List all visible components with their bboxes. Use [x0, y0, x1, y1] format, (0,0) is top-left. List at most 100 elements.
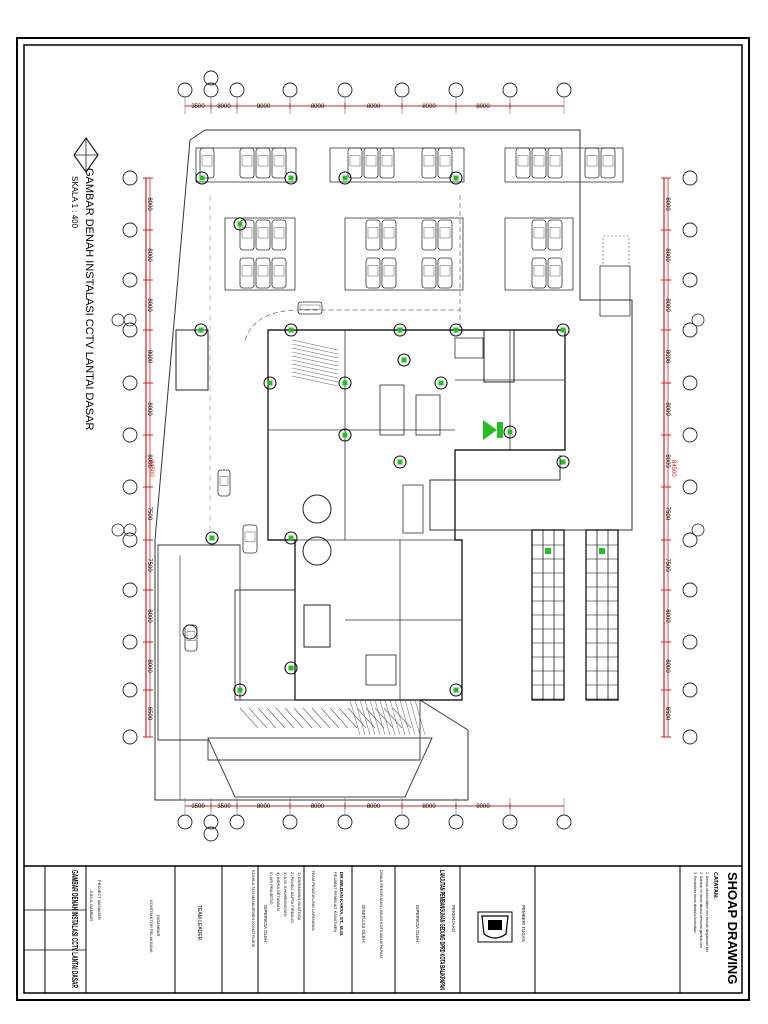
- fan-unit: [302, 494, 332, 524]
- car-window: [602, 155, 614, 167]
- car-window: [273, 155, 285, 167]
- car-window: [219, 476, 229, 486]
- cctv-camera-icon: [194, 323, 208, 337]
- car-window: [533, 155, 545, 167]
- hatch-line: [359, 699, 371, 736]
- note-3: 3. Perubahan harus disetujui konsultan: [693, 872, 697, 933]
- hatch-line: [302, 707, 322, 729]
- hatch-line: [291, 347, 339, 359]
- cctv-camera-icon: [205, 531, 219, 545]
- car-window: [367, 227, 379, 239]
- car-icon: [515, 147, 531, 179]
- bottom-dim-label: 3500: [191, 804, 205, 810]
- cctv-camera-icon: [397, 353, 411, 367]
- car-window: [533, 265, 545, 277]
- car-window: [299, 304, 321, 310]
- team-member: 4) INDRA SETIAWAN: [276, 872, 281, 911]
- car-window: [549, 155, 561, 167]
- cctv-schedule-tables: [531, 529, 619, 701]
- cctv-camera-icon: [556, 455, 570, 469]
- car-icon: [271, 219, 287, 251]
- hatch-line: [374, 699, 386, 736]
- car-icon: [271, 257, 287, 289]
- car-icon: [421, 219, 437, 251]
- contractor: KONTRAKTOR PELAKSANA: [149, 900, 154, 953]
- car-icon: [217, 469, 231, 497]
- car-window: [241, 227, 253, 239]
- cctv-camera-marker: [342, 175, 348, 181]
- agency: DINAS PEKERJAAN UMUM KOTA BALIKPAPAN: [379, 870, 384, 958]
- hatch-line: [284, 707, 304, 729]
- hatch-line: [369, 699, 381, 736]
- car-icon: [421, 147, 437, 179]
- car-icon: [242, 524, 258, 554]
- right-dim-label: 8000: [664, 659, 670, 673]
- right-dim-label: 7500: [664, 507, 670, 521]
- cctv-camera-icon: [503, 425, 517, 439]
- grid-bubble-left: [182, 624, 198, 640]
- parking-rows: [184, 147, 624, 652]
- car-window: [349, 155, 361, 167]
- car-window: [383, 265, 395, 277]
- right-dim-label: 6500: [664, 707, 670, 721]
- left-dim-label: 8000: [146, 197, 152, 211]
- grid-bubble-right: [682, 272, 698, 288]
- car-window: [257, 227, 269, 239]
- hatch-line: [291, 343, 339, 355]
- fan-unit: [302, 536, 332, 566]
- hatch-line: [291, 375, 339, 387]
- camera-icon: [497, 422, 503, 438]
- car-window: [423, 265, 435, 277]
- hatch-line: [291, 339, 339, 351]
- hatch-line: [311, 707, 331, 729]
- ramp-hatch: [239, 339, 426, 736]
- hatch-line: [291, 363, 339, 375]
- cctv-camera-marker: [198, 327, 204, 333]
- sheet-title: GAMBAR DENAH INSTALASI CCTV LANTAI DASAR: [70, 870, 80, 988]
- cctv-camera-icon: [434, 376, 448, 390]
- grid-bubble-left: [122, 634, 138, 650]
- grid-bubble-top: [203, 82, 219, 98]
- grid-bubble-bottom: [394, 814, 410, 830]
- grid-bubble-right: [682, 322, 698, 338]
- grid-bubble-right: [682, 582, 698, 598]
- hatch-line: [409, 699, 421, 736]
- car-icon: [437, 147, 453, 179]
- cctv-camera-marker: [288, 175, 294, 181]
- camera-direction-icon: [483, 420, 497, 440]
- car-window: [201, 155, 213, 167]
- grid-bubble-left: [122, 272, 138, 288]
- cctv-camera-marker: [288, 665, 294, 671]
- hatch-line: [320, 707, 340, 729]
- bottom-dim-label: 8000: [422, 804, 436, 810]
- grid-bubble-right: [691, 313, 705, 327]
- bottom-dim-label: 8000: [367, 804, 381, 810]
- grid-bubble-top: [337, 82, 353, 98]
- hatch-line: [389, 699, 401, 736]
- hatch-line: [291, 355, 339, 367]
- project-name: LANJUTAN PEMBANGUNAN GEDUNG DPRD KOTA BA…: [438, 870, 447, 990]
- car-icon: [347, 147, 363, 179]
- car-window: [257, 265, 269, 277]
- outer-frame: [16, 37, 750, 1001]
- car-window: [241, 155, 253, 167]
- cctv-cameras: [194, 171, 570, 697]
- contractor-team: TEAM LEADER: [196, 905, 202, 941]
- cctv-camera-marker: [401, 357, 407, 363]
- cctv-camera-icon: [263, 376, 277, 390]
- car-window: [549, 265, 561, 277]
- cctv-camera-icon: [556, 323, 570, 337]
- official-role: PEJABAT PEMBUAT KOMITMEN: [333, 872, 338, 932]
- right-dim-label: 8000: [664, 197, 670, 211]
- notes-label: CATATAN:: [712, 872, 718, 899]
- hatch-line: [293, 707, 313, 729]
- cctv-camera-icon: [284, 171, 298, 185]
- drawing-title: GAMBAR DENAH INSTALASI CCTV LANTAI DASAR: [83, 168, 95, 430]
- grid-bubble-top: [177, 82, 193, 98]
- hatch-line: [266, 707, 286, 729]
- car-window: [241, 265, 253, 277]
- legend-camera-icon: [545, 548, 551, 554]
- car-window: [365, 155, 377, 167]
- left-total-dim: 84500: [148, 460, 154, 477]
